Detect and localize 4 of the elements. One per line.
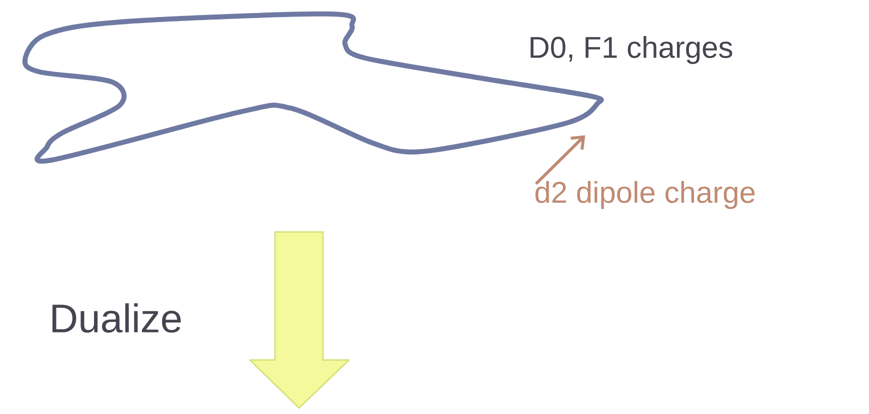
arrow (534, 135, 586, 185)
node-caption: D0, F1 charges (530, 36, 732, 64)
annotation-text: d2 dipole charge (535, 181, 755, 209)
caption-text: Dualize (52, 303, 181, 333)
